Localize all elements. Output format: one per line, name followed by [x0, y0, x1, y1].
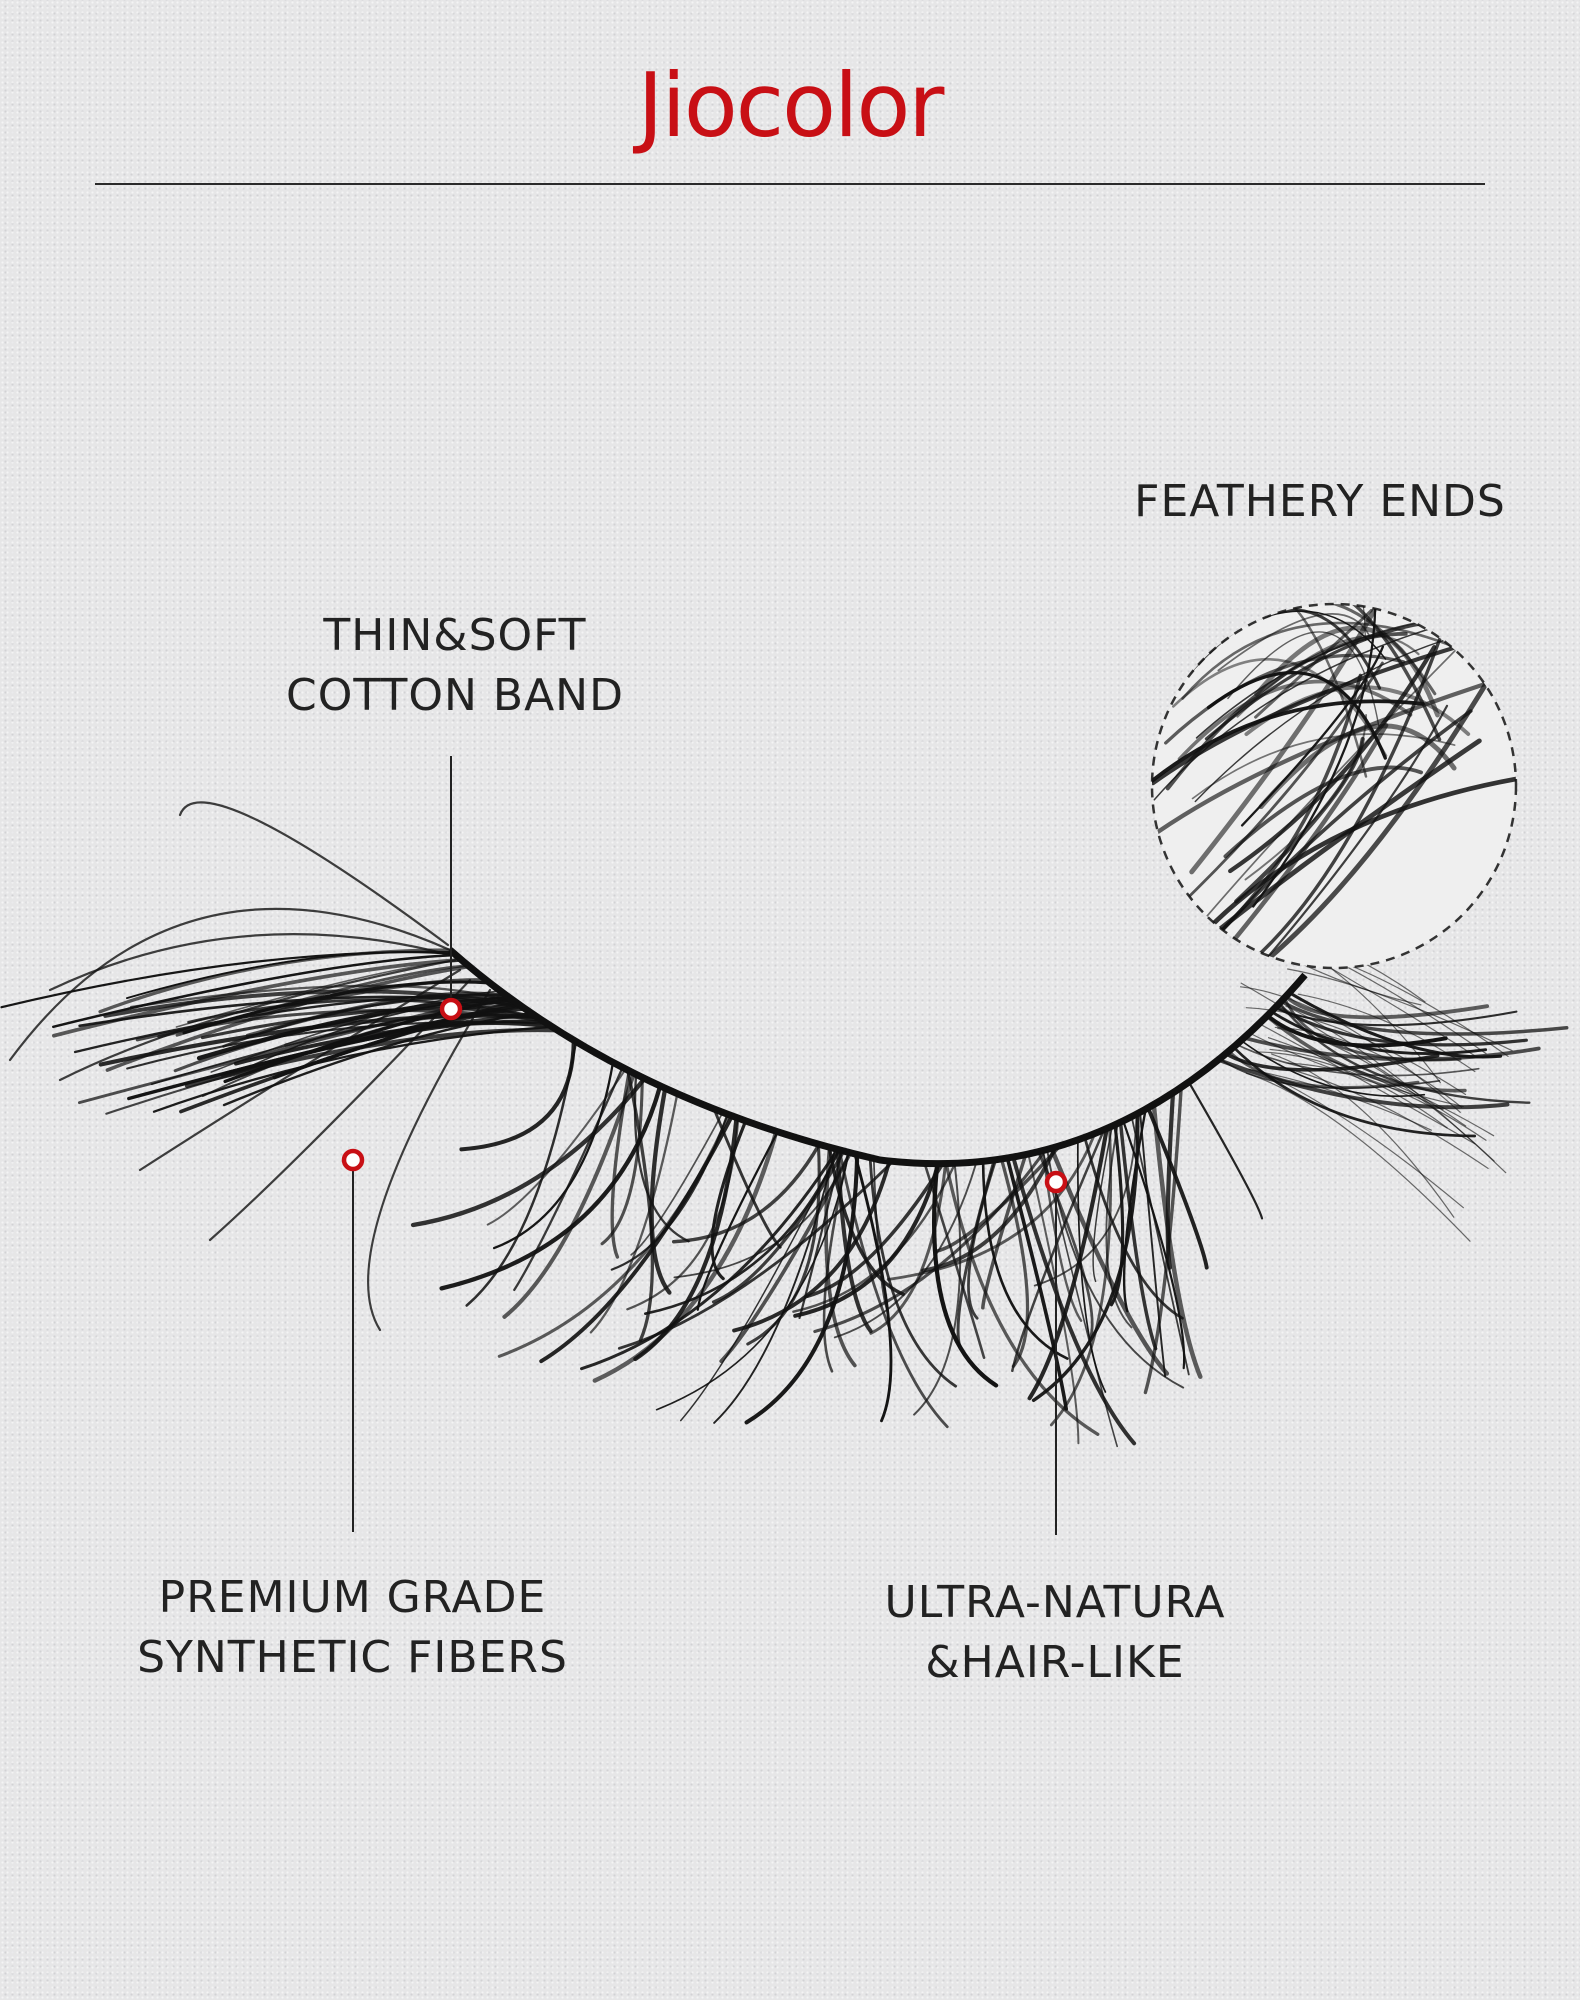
fibers-marker	[341, 1148, 365, 1172]
feathery-ends-zoom	[1150, 602, 1518, 970]
natural-marker	[1044, 1170, 1068, 1194]
header-divider	[95, 183, 1485, 185]
feathery-ends-label: FEATHERY ENDS	[1134, 476, 1506, 527]
band-marker	[439, 997, 463, 1021]
hair-like-label: ULTRA-NATURA&HAIR-LIKE	[884, 1577, 1226, 1688]
brand-logo: Jiocolor	[637, 54, 945, 157]
cotton-band	[447, 947, 1308, 1168]
eyelash-strip	[0, 801, 1569, 1448]
